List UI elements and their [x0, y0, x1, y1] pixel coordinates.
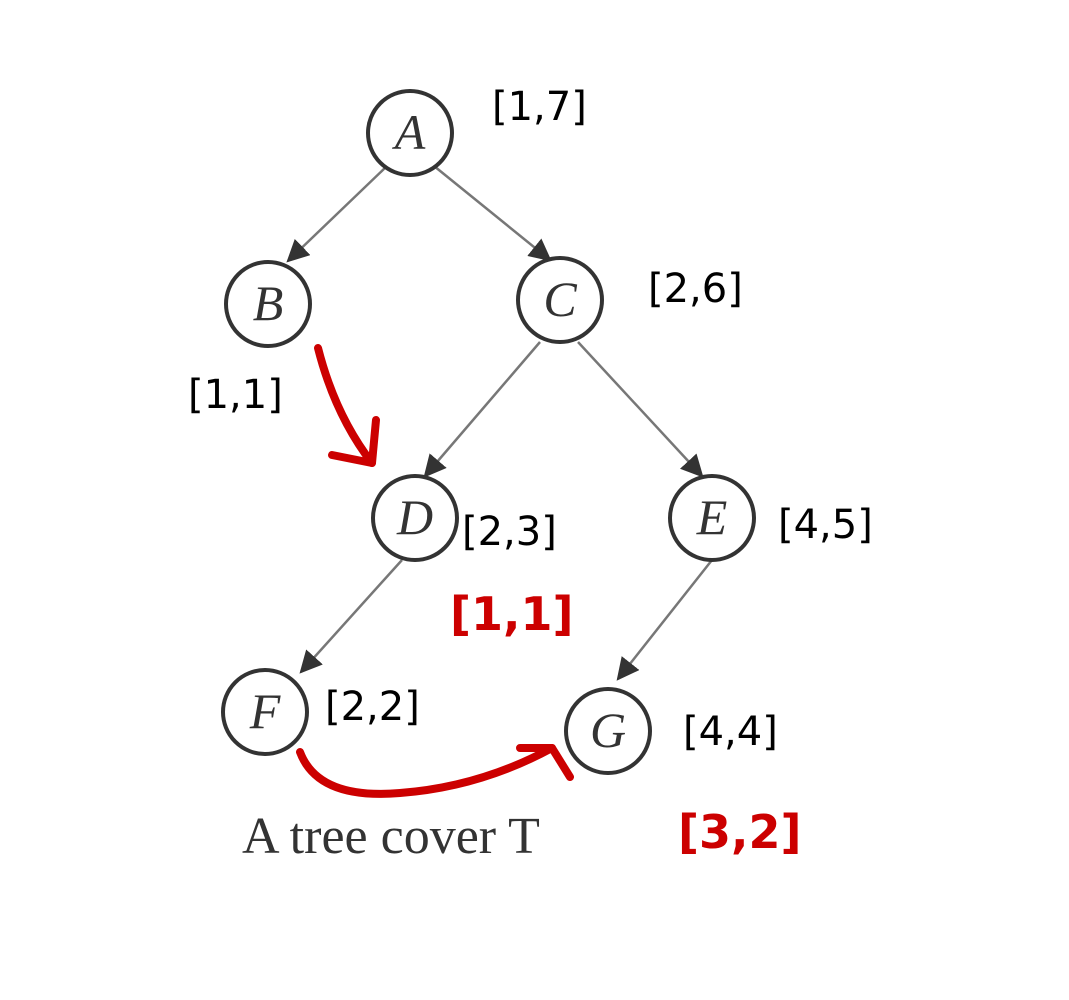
interval-c: [2,6] [648, 266, 743, 312]
edge-a-c [433, 165, 552, 262]
node-c: C [516, 256, 604, 344]
interval-e: [4,5] [778, 502, 873, 548]
caption: A tree cover T [242, 808, 540, 865]
node-g-label: G [590, 702, 626, 758]
red-arrow-b-to-d [314, 344, 380, 467]
edge-e-g [616, 559, 713, 681]
node-f-label: F [249, 683, 281, 739]
node-f: F [221, 668, 309, 756]
node-d-label: D [396, 489, 433, 545]
interval-f: [2,2] [325, 684, 420, 730]
node-d: D [371, 474, 459, 562]
node-c-label: C [543, 271, 577, 327]
node-a: A [366, 89, 454, 177]
node-e: E [668, 474, 756, 562]
interval-b: [1,1] [188, 372, 283, 418]
interval-d-extra: [1,1] [450, 587, 574, 641]
edge-c-d [423, 341, 541, 478]
node-b-label: B [253, 275, 284, 331]
interval-g-extra: [3,2] [678, 805, 802, 859]
node-a-label: A [392, 104, 426, 160]
node-e-label: E [696, 489, 728, 545]
edge-d-f [299, 559, 403, 674]
red-arrow-f-to-g [296, 744, 574, 798]
node-b: B [224, 260, 312, 348]
interval-g: [4,4] [683, 709, 778, 755]
interval-a: [1,7] [492, 84, 587, 130]
node-g: G [564, 687, 652, 775]
interval-d: [2,3] [462, 509, 557, 555]
edge-c-e [577, 341, 704, 478]
edge-a-b [286, 165, 388, 263]
